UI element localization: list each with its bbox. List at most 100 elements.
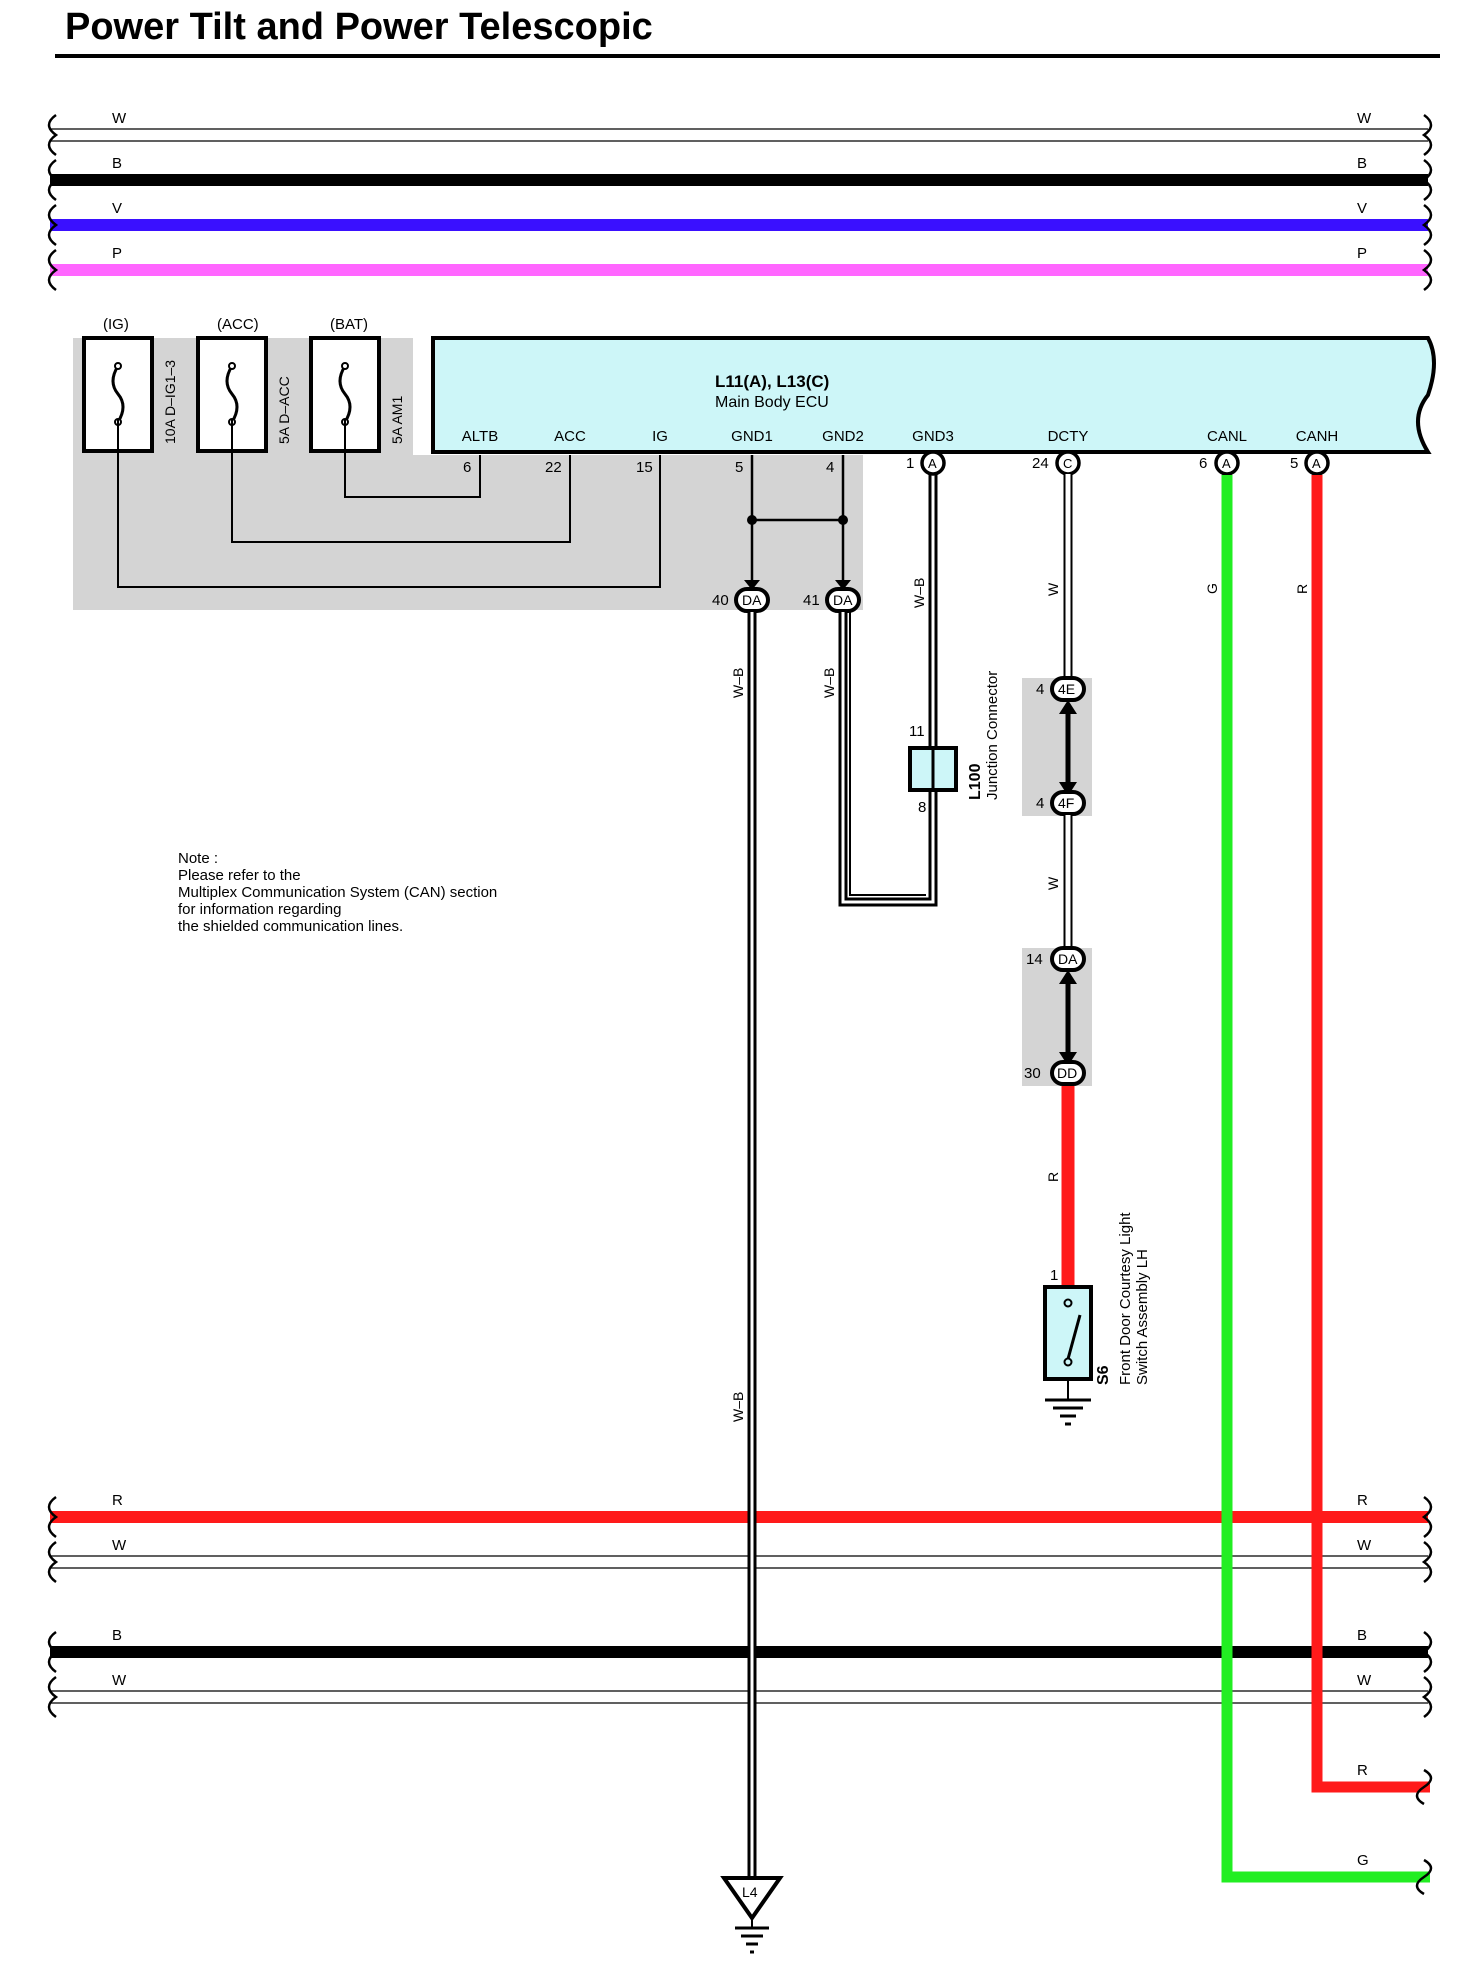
pin-altb: 6	[463, 459, 471, 476]
wire-label-dcty-upper: W	[1045, 582, 1061, 596]
wire-label-canl: G	[1204, 583, 1220, 594]
fuse-rating-0: 10A D–IG1–3	[162, 360, 178, 444]
arrow-da14	[1059, 970, 1077, 984]
terminal-gnd3-connector: A	[928, 456, 937, 471]
pin-ig: 15	[636, 459, 653, 476]
low-bus-break-right-1	[1421, 1675, 1433, 1719]
note-line-4: the shielded communication lines.	[178, 918, 403, 935]
mid-bus-label-right-0: R	[1357, 1492, 1368, 1509]
top-bus-break-right-1	[1421, 158, 1433, 202]
wire-label-gnd1: W–B	[730, 668, 746, 698]
switch-s6-blade	[1066, 1314, 1082, 1360]
terminal-canh	[1304, 450, 1330, 476]
connector-dd30-code: DD	[1057, 1065, 1077, 1081]
top-bus-break-left-2	[47, 203, 59, 247]
arrow-gnd2	[835, 580, 851, 590]
connector-4e-pin: 4	[1036, 681, 1044, 698]
top-bus-break-left-3	[47, 248, 59, 292]
fuse-source-0: (IG)	[103, 316, 129, 333]
connector-da40-pin: 40	[712, 592, 729, 609]
wire-am1-altb	[344, 420, 481, 498]
exit-label-r: R	[1357, 1762, 1368, 1779]
wire-label-dcty-lower: R	[1045, 1172, 1061, 1182]
fuse-source-1: (ACC)	[217, 316, 259, 333]
exit-break-g	[1415, 1858, 1433, 1896]
low-bus-label-left-0: B	[112, 1627, 122, 1644]
top-bus-label-left-3: P	[112, 245, 122, 262]
arrow-gnd1	[744, 580, 760, 590]
top-bus-label-right-3: P	[1357, 245, 1367, 262]
junction-dot-gnd2	[838, 515, 848, 525]
note-line-3: for information regarding	[178, 901, 341, 918]
junction-pin-top: 11	[909, 723, 925, 740]
connector-4f-code: 4F	[1058, 795, 1074, 811]
mid-bus-break-left-0	[47, 1495, 59, 1539]
fuse-rating-2: 5A AM1	[389, 396, 405, 444]
wire-label-canh: R	[1294, 584, 1310, 594]
mid-bus-label-left-1: W	[112, 1537, 127, 1554]
note-line-2: Multiplex Communication System (CAN) sec…	[178, 884, 497, 901]
connector-4f	[1050, 790, 1086, 816]
connector-da40-code: DA	[742, 592, 762, 608]
fuse-terminal-top-1	[228, 362, 236, 370]
exit-break-r	[1415, 1768, 1433, 1806]
ecu-name: Main Body ECU	[715, 394, 829, 411]
ecu-code: L11(A), L13(C)	[715, 372, 829, 391]
low-bus-break-left-0	[47, 1630, 59, 1674]
terminal-gnd3	[920, 450, 946, 476]
connector-dd30	[1050, 1060, 1086, 1086]
top-bus-label-right-2: V	[1357, 200, 1367, 217]
mid-bus-break-right-1	[1421, 1540, 1433, 1584]
pin-gnd2: 4	[826, 459, 834, 476]
top-bus-label-left-2: V	[112, 200, 122, 217]
ecu-terminal-ig: IG	[652, 428, 668, 445]
wire-canl-green	[1221, 475, 1430, 1883]
pin-dcty: 24	[1032, 455, 1049, 472]
mid-bus-break-right-0	[1421, 1495, 1433, 1539]
mid-bus-break-left-1	[47, 1540, 59, 1584]
switch-name-line2: Switch Assembly LH	[1134, 1249, 1151, 1385]
fuse-terminal-top-0	[114, 362, 122, 370]
fuse-element-icon-0	[111, 365, 125, 423]
switch-name-line1: Front Door Courtesy Light	[1117, 1212, 1134, 1385]
note-line-0: Note :	[178, 850, 218, 867]
switch-pin: 1	[1050, 1267, 1058, 1284]
pin-gnd1: 5	[735, 459, 743, 476]
top-bus-break-right-3	[1421, 248, 1433, 292]
junction-pin-bottom: 8	[918, 799, 926, 816]
ecu-terminal-gnd3: GND3	[912, 428, 954, 445]
ecu-terminal-acc: ACC	[554, 428, 586, 445]
ecu-ground-shade	[413, 455, 863, 610]
mid-bus-label-right-1: W	[1357, 1537, 1372, 1554]
low-bus-break-right-0	[1421, 1630, 1433, 1674]
lower-bus: B B W W	[47, 1627, 1433, 1719]
terminal-dcty-connector: C	[1063, 456, 1072, 471]
wire-gnd2-loop-inner	[841, 468, 935, 904]
top-bus-break-left-0	[47, 113, 59, 157]
junction-dot-gnd1	[747, 515, 757, 525]
top-bus-break-right-0	[1421, 113, 1433, 157]
wire-ig-ig	[117, 420, 661, 588]
fuse-source-2: (BAT)	[330, 316, 368, 333]
pin-acc: 22	[545, 459, 562, 476]
terminal-canl	[1214, 450, 1240, 476]
low-bus-label-right-1: W	[1357, 1672, 1372, 1689]
main-body-ecu-box	[431, 336, 1436, 454]
fuse-element-icon-2	[338, 365, 352, 423]
pin-gnd3: 1	[906, 455, 914, 472]
connector-da40	[734, 587, 770, 613]
mid-bus-label-left-0: R	[112, 1492, 123, 1509]
ecu-terminal-gnd2: GND2	[822, 428, 864, 445]
low-bus-label-left-1: W	[112, 1672, 127, 1689]
low-bus-label-right-0: B	[1357, 1627, 1367, 1644]
wire-label-gnd2: W–B	[821, 668, 837, 698]
ecu-terminal-gnd1: GND1	[731, 428, 773, 445]
arrow-4f	[1059, 782, 1077, 796]
connector-da14-code: DA	[1058, 951, 1078, 967]
connector-4f-pin: 4	[1036, 795, 1044, 812]
ground-l4-code: L4	[742, 1884, 758, 1900]
